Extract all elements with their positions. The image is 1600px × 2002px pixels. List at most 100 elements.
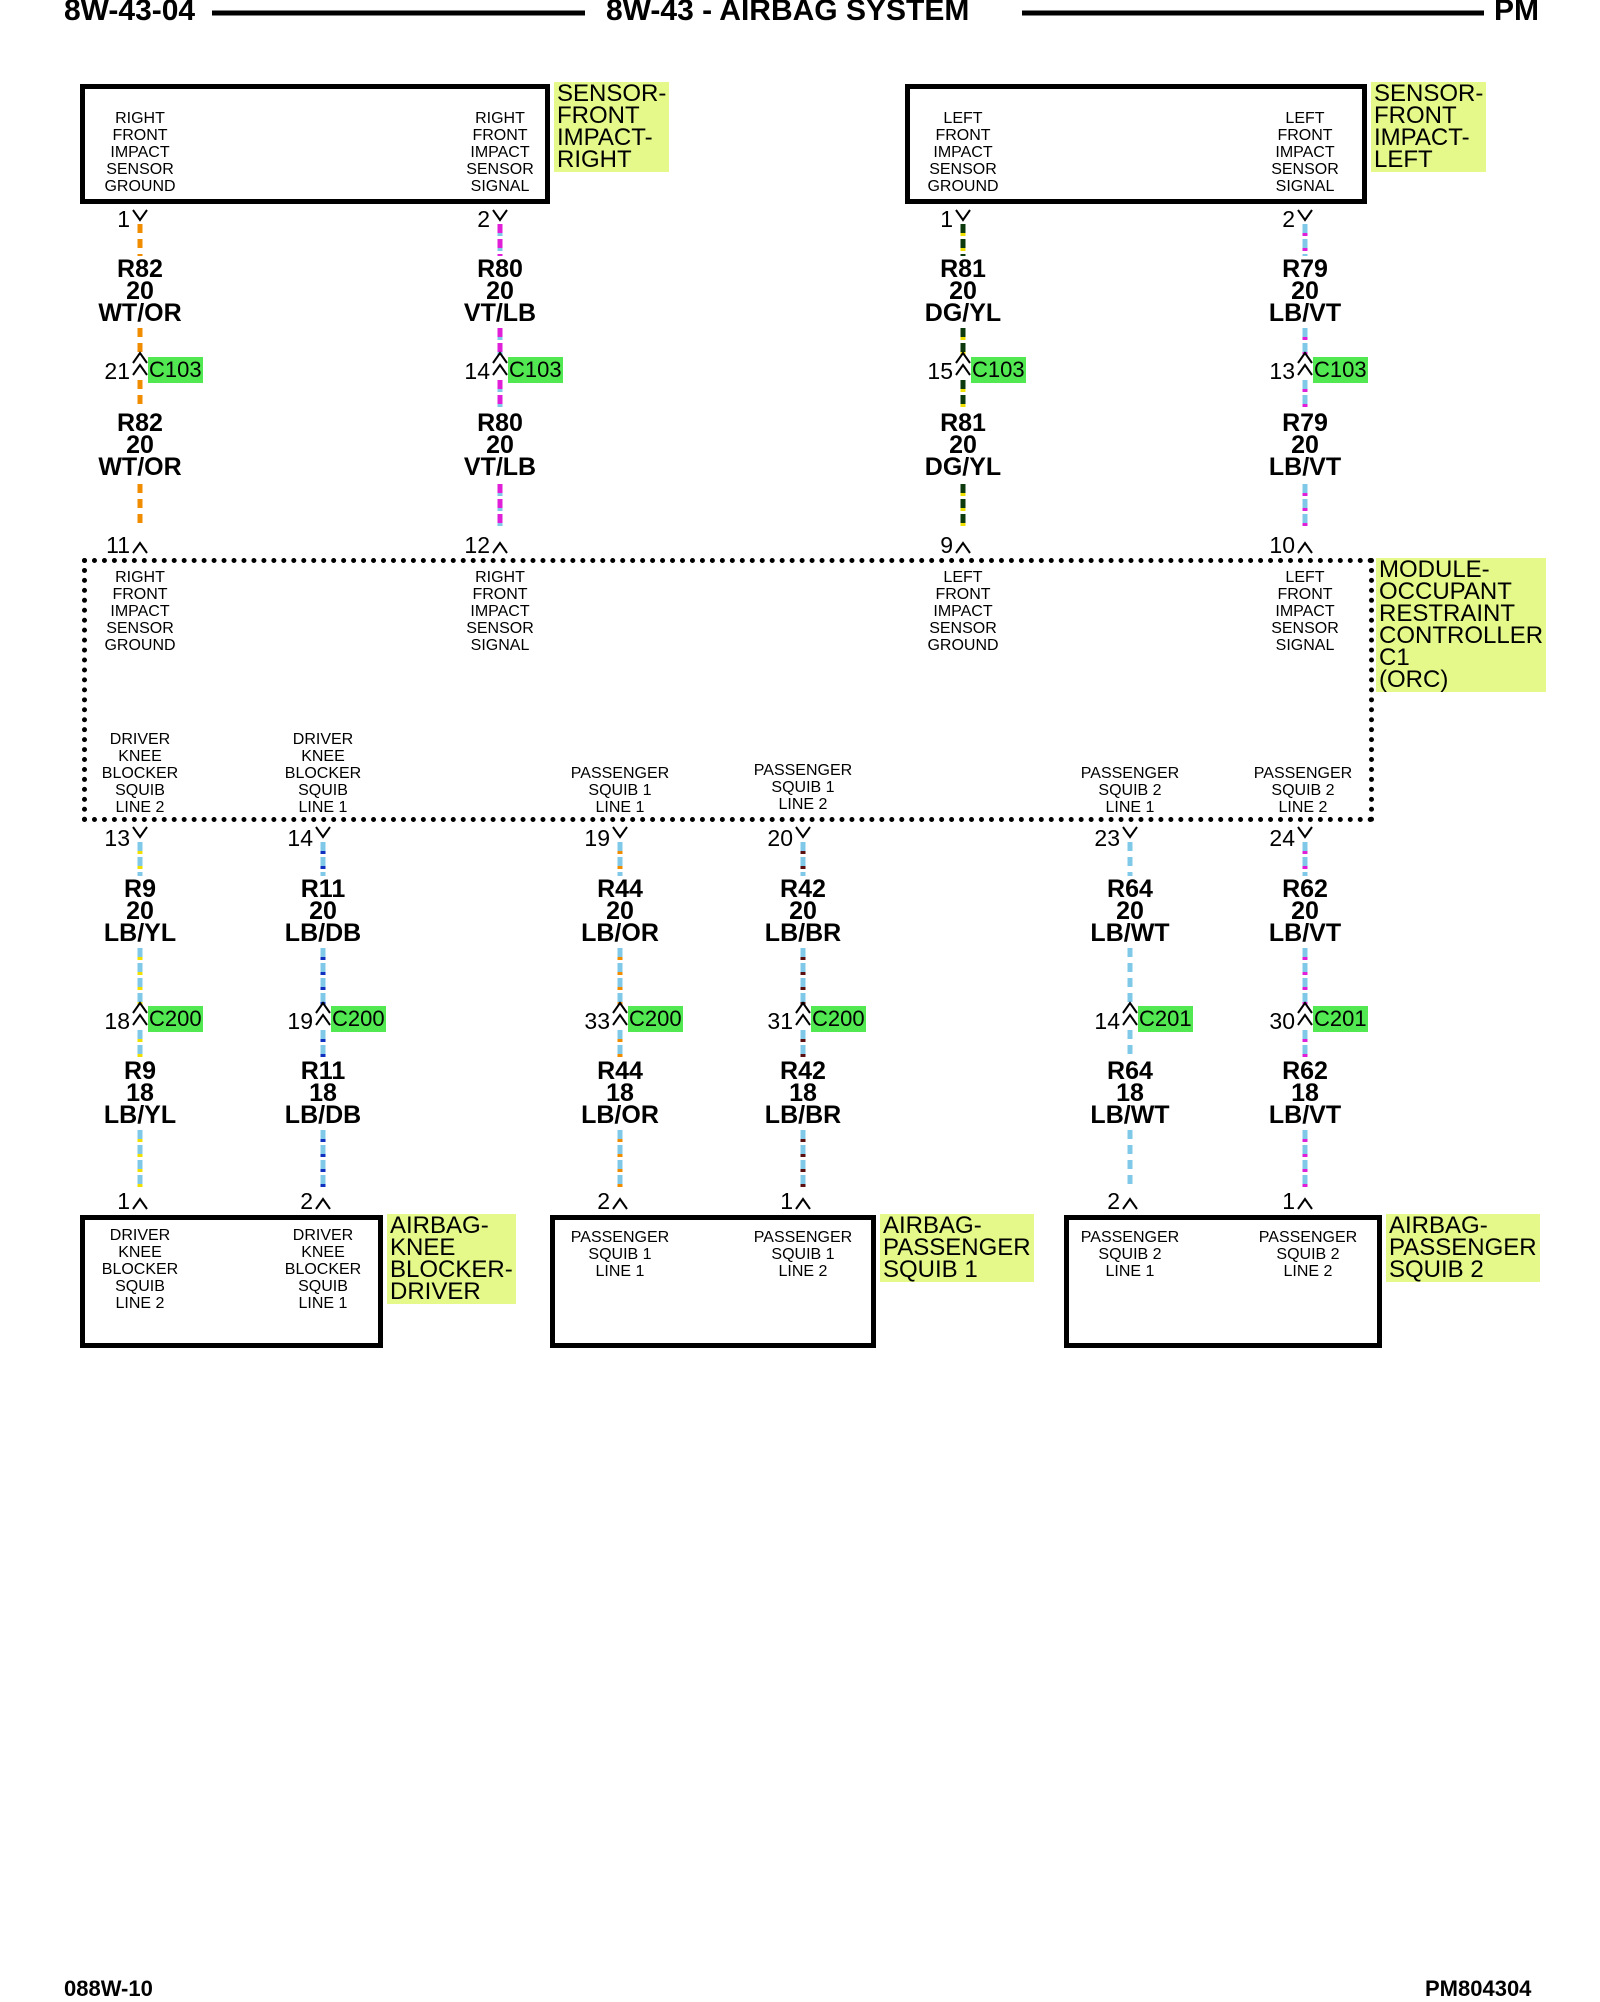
orc-top-pin-label: LEFT FRONT IMPACT SENSOR SIGNAL — [1271, 569, 1339, 654]
orc-pin-number: 10 — [1269, 532, 1295, 558]
connector-id[interactable]: C201 — [1313, 1006, 1368, 1032]
orc-module-box[interactable] — [82, 558, 1374, 822]
pin-terminal-icon — [1122, 1197, 1138, 1210]
airbag-passenger-squib1-box[interactable] — [550, 1215, 876, 1348]
pin-terminal-icon — [795, 1001, 811, 1014]
connector-pin-number: 14 — [1094, 1008, 1120, 1034]
pin-terminal-icon — [612, 1001, 628, 1014]
sensor-right-pin2-label: RIGHT FRONT IMPACT SENSOR SIGNAL — [466, 110, 534, 195]
connector-id[interactable]: C200 — [811, 1006, 866, 1032]
airbag-passenger-squib2-box[interactable] — [1064, 1215, 1382, 1348]
airbag-pin-number: 2 — [1107, 1188, 1120, 1214]
pin-terminal-icon — [132, 1013, 148, 1026]
pin-terminal-icon — [955, 351, 971, 364]
orc-label: MODULE- OCCUPANT RESTRAINT CONTROLLER C1… — [1376, 558, 1547, 692]
connector-id[interactable]: C200 — [331, 1006, 386, 1032]
orc-bottom-pin-label: DRIVER KNEE BLOCKER SQUIB LINE 1 — [284, 731, 362, 816]
airbag-pass1-pin-label: PASSENGER SQUIB 1 LINE 1 — [570, 1229, 670, 1280]
connector-pin-number: 31 — [767, 1008, 793, 1034]
page-code: 8W-43-04 — [64, 0, 196, 27]
pin-terminal-icon — [132, 1197, 148, 1210]
pin-terminal-icon — [612, 1197, 628, 1210]
orc-pin-number: 11 — [106, 532, 130, 558]
sensor-pin-number: 2 — [477, 206, 490, 232]
orc-pin-number: 9 — [940, 532, 953, 558]
orc-bottom-pin-label: PASSENGER SQUIB 1 LINE 1 — [570, 765, 670, 816]
pin-terminal-icon — [1122, 1001, 1138, 1014]
model-code: PM — [1494, 0, 1539, 27]
pin-terminal-icon — [1297, 541, 1313, 554]
pin-terminal-icon — [132, 363, 148, 376]
sensor-pin-number: 1 — [117, 206, 130, 232]
connector-id[interactable]: C200 — [148, 1006, 203, 1032]
pin-terminal-icon — [132, 826, 148, 839]
connector-id[interactable]: C103 — [148, 357, 203, 383]
pin-terminal-icon — [132, 351, 148, 364]
pin-terminal-icon — [795, 1197, 811, 1210]
orc-pin-number: 20 — [767, 825, 793, 851]
connector-id[interactable]: C201 — [1138, 1006, 1193, 1032]
orc-pin-number: 23 — [1094, 825, 1120, 851]
sensor-pin-number: 1 — [940, 206, 953, 232]
pin-terminal-icon — [1122, 826, 1138, 839]
pin-terminal-icon — [795, 826, 811, 839]
airbag-pass2-pin-label: PASSENGER SQUIB 2 LINE 1 — [1080, 1229, 1180, 1280]
airbag-pin-number: 1 — [780, 1188, 793, 1214]
connector-pin-number: 15 — [927, 358, 953, 384]
airbag-pass1-label: AIRBAG- PASSENGER SQUIB 1 — [880, 1214, 1034, 1282]
connector-pin-number: 21 — [104, 358, 130, 384]
airbag-knee-label: AIRBAG- KNEE BLOCKER- DRIVER — [387, 1214, 516, 1304]
connector-pin-number: 13 — [1269, 358, 1295, 384]
airbag-pass2-label: AIRBAG- PASSENGER SQUIB 2 — [1386, 1214, 1540, 1282]
airbag-pin-number: 1 — [1282, 1188, 1295, 1214]
airbag-pass1-pin-label: PASSENGER SQUIB 1 LINE 2 — [753, 1229, 853, 1280]
airbag-knee-blocker-driver-box[interactable] — [80, 1215, 383, 1348]
pin-terminal-icon — [1297, 351, 1313, 364]
connector-id[interactable]: C103 — [508, 357, 563, 383]
airbag-pin-number: 2 — [597, 1188, 610, 1214]
connector-id[interactable]: C103 — [971, 357, 1026, 383]
connector-id[interactable]: C103 — [1313, 357, 1368, 383]
airbag-pin-number: 2 — [300, 1188, 313, 1214]
sensor-left-pin2-label: LEFT FRONT IMPACT SENSOR SIGNAL — [1271, 110, 1339, 195]
pin-terminal-icon — [315, 1013, 331, 1026]
sensor-left-label: SENSOR- FRONT IMPACT- LEFT — [1371, 82, 1487, 172]
connector-id[interactable]: C200 — [628, 1006, 683, 1032]
sensor-front-impact-left-box[interactable] — [905, 84, 1367, 204]
orc-top-pin-label: RIGHT FRONT IMPACT SENSOR GROUND — [104, 569, 176, 654]
sensor-right-label: SENSOR- FRONT IMPACT- RIGHT — [554, 82, 670, 172]
orc-bottom-pin-label: PASSENGER SQUIB 1 LINE 2 — [753, 762, 853, 813]
orc-top-pin-label: RIGHT FRONT IMPACT SENSOR SIGNAL — [466, 569, 534, 654]
pin-terminal-icon — [795, 1013, 811, 1026]
airbag-pass2-pin-label: PASSENGER SQUIB 2 LINE 2 — [1258, 1229, 1358, 1280]
pin-terminal-icon — [315, 1197, 331, 1210]
connector-pin-number: 14 — [464, 358, 490, 384]
orc-top-pin-label: LEFT FRONT IMPACT SENSOR GROUND — [927, 569, 999, 654]
pin-terminal-icon — [1297, 1001, 1313, 1014]
orc-bottom-pin-label: PASSENGER SQUIB 2 LINE 1 — [1080, 765, 1180, 816]
page-title: 8W-43 - AIRBAG SYSTEM — [606, 0, 970, 27]
sensor-front-impact-right-box[interactable] — [80, 84, 550, 204]
pin-terminal-icon — [492, 363, 508, 376]
